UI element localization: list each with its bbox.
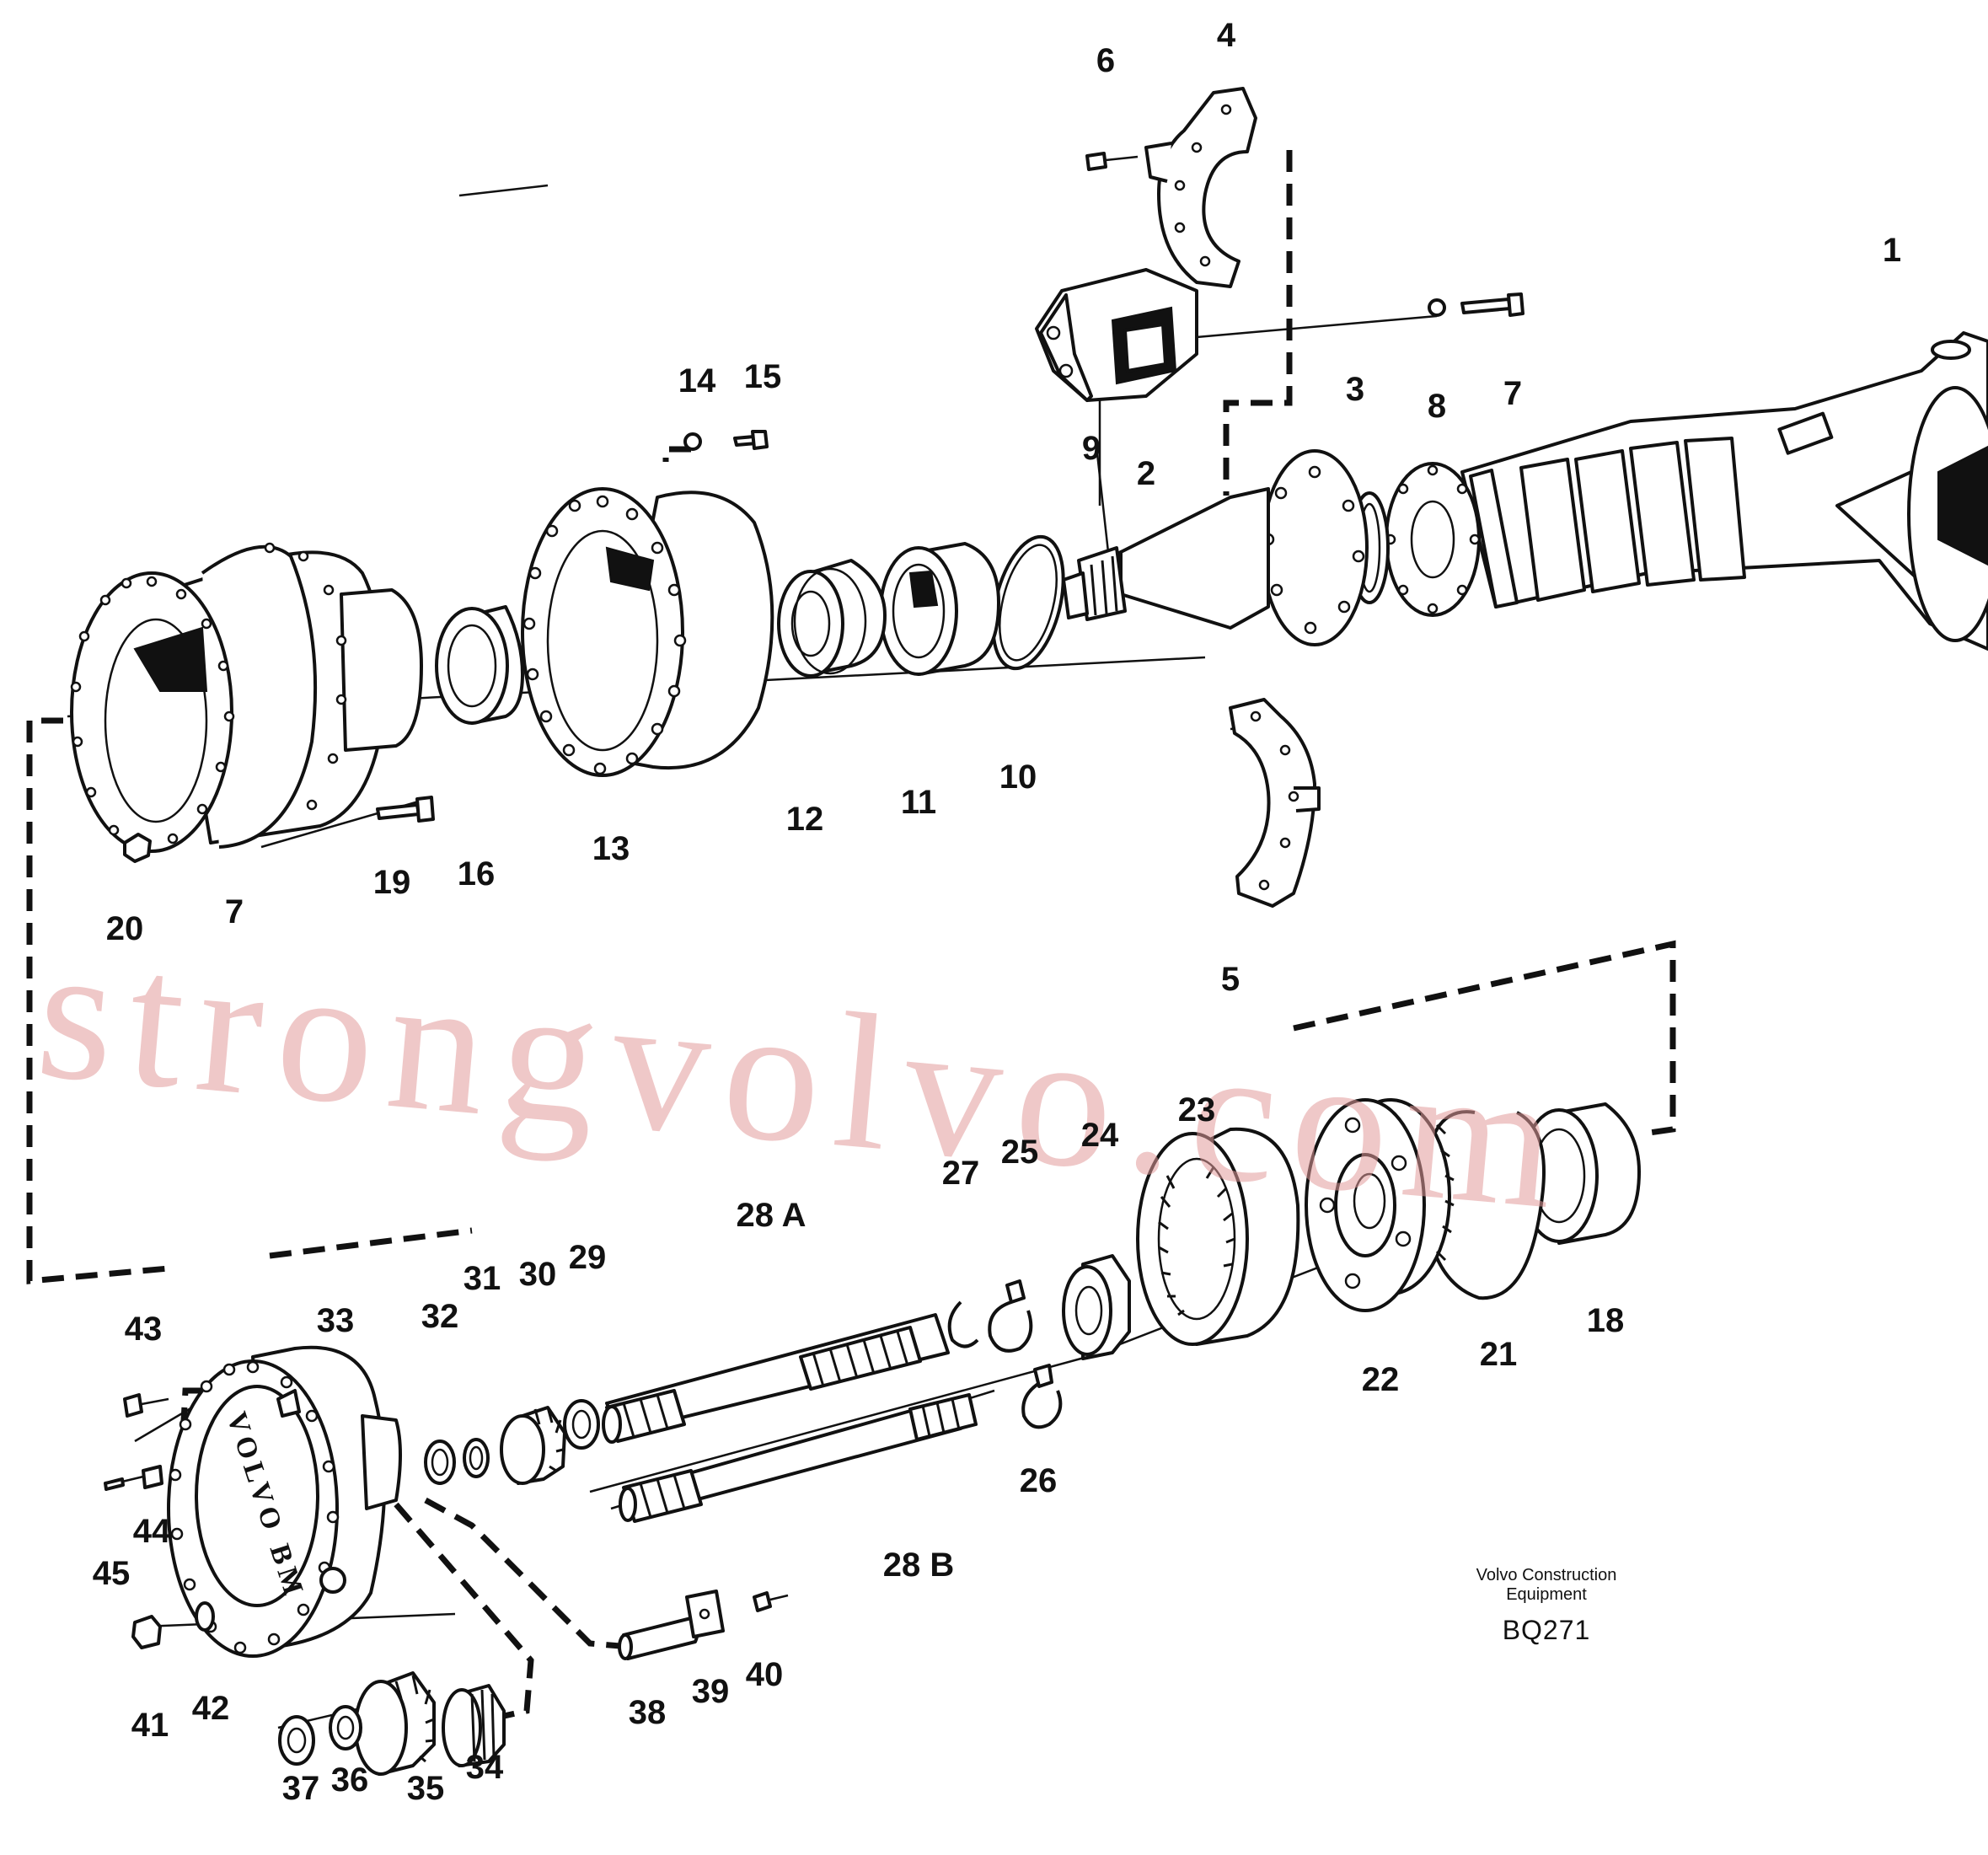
- washer-42: [195, 1601, 215, 1632]
- callout-13: 13: [592, 830, 630, 867]
- callout-40: 40: [746, 1656, 784, 1693]
- callout-8: 8: [1428, 388, 1446, 425]
- callout-19: 19: [373, 864, 411, 901]
- thrust-washer-37: [278, 1715, 315, 1766]
- callout-45: 45: [93, 1555, 131, 1592]
- wheel-hub: [70, 542, 423, 853]
- callout-3: 3: [1346, 371, 1364, 408]
- washer-8: [1428, 298, 1446, 317]
- outer-bearing-race: [879, 542, 1000, 676]
- planet-gear-35: [354, 1671, 436, 1776]
- caliper-bracket: [1144, 87, 1257, 288]
- callout-16: 16: [458, 855, 496, 893]
- thrust-washer-36: [329, 1705, 362, 1750]
- seal-45: [104, 1475, 144, 1491]
- circlip-31: [463, 1438, 490, 1478]
- caption-line-2: Equipment: [1506, 1585, 1587, 1604]
- callout-20: 20: [106, 910, 144, 947]
- callout-42: 42: [192, 1690, 230, 1727]
- callout-44: 44: [133, 1513, 171, 1550]
- callout-30: 30: [519, 1256, 557, 1293]
- callout-25: 25: [1001, 1134, 1039, 1171]
- ring-gear: [1136, 1127, 1300, 1346]
- bracket-screw-6: [1085, 152, 1139, 171]
- callout-43: 43: [125, 1311, 163, 1348]
- plug-44: [142, 1465, 163, 1489]
- callout-11: 11: [901, 784, 936, 821]
- cover-screw-41: [131, 1615, 162, 1649]
- inner-bearing: [777, 559, 887, 678]
- callout-26: 26: [1020, 1462, 1058, 1499]
- caption-line-1: Volvo Construction: [1476, 1566, 1617, 1584]
- stub-axle-spindle: [1062, 449, 1369, 646]
- callout-7a: 7: [1503, 375, 1522, 412]
- callout-29: 29: [569, 1239, 607, 1276]
- callout-10: 10: [999, 759, 1037, 796]
- diagram-code: BQ271: [1503, 1615, 1591, 1645]
- hub-disc: [521, 487, 774, 777]
- callout-5: 5: [1221, 961, 1240, 998]
- callout-36: 36: [331, 1761, 369, 1799]
- lock-screw-40: [753, 1591, 789, 1612]
- callout-28a: 28 A: [736, 1197, 806, 1234]
- wheel-nut: [123, 833, 152, 863]
- callout-14: 14: [678, 362, 716, 399]
- callout-23: 23: [1178, 1091, 1216, 1129]
- drive-shaft-28a: [602, 1313, 950, 1444]
- washer-14: [683, 432, 702, 451]
- callout-7b: 7: [225, 893, 244, 930]
- callout-34: 34: [466, 1749, 504, 1786]
- hub-disc-bolt-holes: [522, 495, 687, 775]
- callout-33: 33: [317, 1302, 355, 1339]
- callout-32: 32: [421, 1298, 459, 1335]
- callout-31: 31: [464, 1260, 501, 1297]
- lower-caliper-bracket: [1229, 698, 1321, 908]
- callout-27: 27: [942, 1155, 980, 1192]
- planet-carrier: [1305, 1098, 1455, 1312]
- housing-ribs: [1519, 437, 1746, 602]
- hub-nut: [1062, 1254, 1131, 1360]
- callout-4: 4: [1217, 17, 1236, 54]
- wheel-stud: [376, 796, 435, 823]
- callout-41: 41: [131, 1707, 169, 1744]
- callout-37: 37: [282, 1770, 320, 1807]
- circlip-25: [988, 1279, 1033, 1353]
- callout-12: 12: [786, 801, 824, 838]
- callout-22: 22: [1362, 1361, 1400, 1398]
- hub-cover: VOLVO BM: [167, 1345, 402, 1658]
- callout-38: 38: [629, 1694, 667, 1731]
- bearing-cup: [435, 605, 524, 725]
- callout-24: 24: [1081, 1117, 1119, 1154]
- washer-32: [424, 1440, 456, 1485]
- callout-39: 39: [692, 1673, 730, 1710]
- callout-35: 35: [407, 1770, 445, 1807]
- needle-bearing-34: [442, 1684, 506, 1767]
- diagram-caption: Volvo Construction Equipment BQ271: [1476, 1566, 1617, 1645]
- callout-21: 21: [1480, 1336, 1518, 1373]
- callout-15: 15: [744, 358, 782, 395]
- cover-screw-43: [123, 1393, 169, 1418]
- drive-shaft-28b: [619, 1393, 978, 1523]
- callout-labels: 1 2 3 4 5 6 7 7 8 9 10 11 12 13 14 15 16…: [93, 17, 1901, 1807]
- callout-2: 2: [1137, 455, 1155, 492]
- snap-ring-27: [947, 1300, 979, 1348]
- planet-shaft-38: [618, 1616, 699, 1660]
- circlip-26: [1021, 1364, 1063, 1429]
- brake-caliper: [1035, 268, 1198, 402]
- caliper-screw-7: [1460, 292, 1524, 317]
- lock-plate-39: [685, 1590, 725, 1638]
- callout-18: 18: [1587, 1302, 1625, 1339]
- callout-9: 9: [1082, 430, 1101, 467]
- hub-cover-bolt-holes: [169, 1360, 340, 1654]
- sun-gear-30: [500, 1406, 566, 1485]
- callout-1: 1: [1883, 232, 1901, 269]
- seal-ring: [991, 534, 1065, 671]
- axle-housing: [1385, 331, 1988, 651]
- callout-28b: 28 B: [883, 1547, 955, 1584]
- callout-6: 6: [1096, 42, 1115, 79]
- cap-screw-15: [733, 430, 769, 450]
- spacer-29: [563, 1399, 600, 1450]
